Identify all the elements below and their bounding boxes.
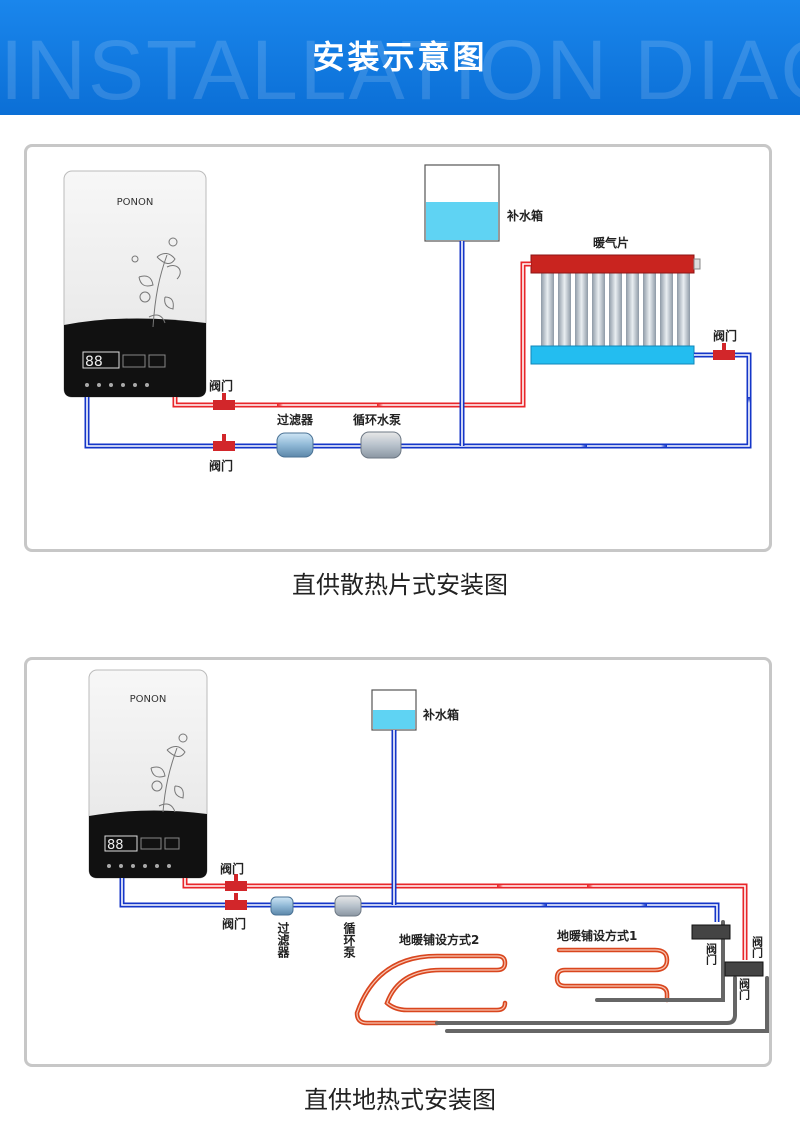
floral-decoration bbox=[131, 237, 181, 328]
valve-bottom bbox=[225, 893, 247, 910]
boiler-brand: PONON bbox=[130, 694, 167, 705]
boiler-brand: PONON bbox=[117, 197, 154, 208]
manifold-return-3 bbox=[445, 976, 769, 1033]
boiler-unit: PONON 88 bbox=[88, 669, 208, 879]
filter bbox=[276, 432, 314, 458]
valve-bottom-label: 阀门 bbox=[209, 458, 233, 473]
tank-label: 补水箱 bbox=[422, 707, 459, 722]
manifold-valve-2-label: 阀门 bbox=[751, 935, 764, 959]
make-up-tank bbox=[371, 689, 417, 731]
manifold-valve-3-label: 阀门 bbox=[738, 977, 751, 1001]
manifold-1 bbox=[691, 924, 731, 940]
svg-text:88: 88 bbox=[85, 354, 103, 370]
pump-label: 循环水泵 bbox=[353, 412, 401, 427]
diagram-1-svg: PONON 88 补水箱 bbox=[63, 164, 752, 473]
manifold-valve-1-label: 阀门 bbox=[705, 942, 718, 966]
floor-mode-1-label: 地暖铺设方式1 bbox=[557, 928, 637, 943]
valve-top-label: 阀门 bbox=[220, 861, 244, 876]
manifold-2 bbox=[724, 961, 764, 977]
coil-mode-2 bbox=[354, 953, 508, 1026]
filter-label: 过滤器 bbox=[277, 412, 314, 427]
pump bbox=[334, 895, 362, 917]
header-background-text: INSTALLATION DIAGRAM bbox=[0, 23, 800, 115]
manifold-return-1 bbox=[595, 920, 725, 1002]
flow-arrows bbox=[277, 397, 750, 447]
manifold-return-2 bbox=[435, 976, 737, 1025]
tank-label: 补水箱 bbox=[506, 208, 543, 223]
valve-top bbox=[213, 393, 235, 410]
floor-heating-coils bbox=[354, 920, 769, 1033]
filter bbox=[270, 896, 294, 916]
radiator-fins bbox=[541, 269, 690, 349]
header-banner: INSTALLATION DIAGRAM 安装示意图 bbox=[0, 0, 800, 115]
valve-bottom-label: 阀门 bbox=[222, 916, 246, 931]
diagram-1-caption: 直供散热片式安装图 bbox=[292, 571, 508, 599]
hot-supply-pipe bbox=[182, 878, 748, 960]
filter-label: 过滤器 bbox=[276, 921, 290, 959]
coil-mode-1 bbox=[554, 947, 670, 1003]
diagram-2-panel: PONON 88 补水箱 bbox=[24, 657, 772, 1067]
svg-text:88: 88 bbox=[107, 838, 124, 853]
floor-mode-2-label: 地暖铺设方式2 bbox=[399, 932, 479, 947]
pipe-network bbox=[119, 730, 748, 960]
valve-radiator-label: 阀门 bbox=[713, 328, 737, 343]
valve-top bbox=[225, 874, 247, 891]
page-title: 安装示意图 bbox=[312, 38, 488, 76]
pump-label: 循环泵 bbox=[342, 921, 356, 959]
diagram-1-panel: PONON 88 补水箱 bbox=[24, 144, 772, 552]
valve-bottom bbox=[213, 434, 235, 451]
floral-decoration bbox=[150, 733, 188, 813]
valve-top-label: 阀门 bbox=[209, 378, 233, 393]
boiler-unit: PONON 88 bbox=[63, 170, 207, 398]
diagram-2-svg: PONON 88 补水箱 bbox=[88, 669, 769, 1033]
make-up-tank bbox=[424, 164, 500, 242]
flow-arrows bbox=[497, 885, 647, 906]
led-display: 88 bbox=[82, 351, 166, 387]
pump bbox=[360, 431, 402, 459]
radiator bbox=[530, 254, 701, 365]
valve-radiator bbox=[713, 343, 735, 360]
led-display: 88 bbox=[104, 835, 180, 868]
radiator-label: 暖气片 bbox=[593, 235, 629, 250]
diagram-2-caption: 直供地热式安装图 bbox=[304, 1086, 496, 1114]
